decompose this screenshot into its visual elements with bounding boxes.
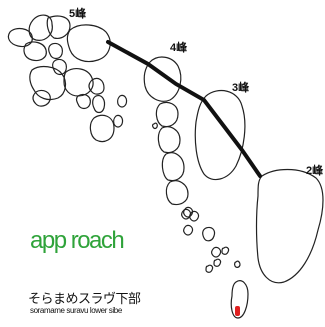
rock-outline [52,58,67,76]
rock-outline [151,122,158,130]
approach-title: app roach [30,227,125,254]
rock-outline [32,89,51,107]
rock-outline [205,264,214,273]
rock-outline [181,208,192,220]
rock-outline [255,168,324,284]
rock-outline [155,101,179,128]
rock-outline [66,24,111,63]
rock-outline [202,226,216,242]
rock-outline [161,152,185,182]
rock-outline [23,41,47,62]
rock-outline [233,260,241,268]
rock-outline [221,246,230,255]
rock-outline [230,280,249,319]
peak-label-5: 5峰 [69,6,87,20]
peak-label-3: 3峰 [232,80,250,94]
rock-outline [165,180,189,206]
route-name-romaji: soramame suravu lower sibe [30,306,122,315]
rock-outline [29,65,67,101]
rock-outline [157,126,181,154]
route-name-japanese: そらまめスラヴ下部 [28,292,141,307]
rock-outline [194,89,246,181]
rock-outline [117,94,128,108]
red-marker [235,306,240,316]
rock-outline [75,93,91,110]
rock-outline [48,42,63,60]
rock-outline [46,15,71,39]
rock-outline [183,224,194,236]
rock-outline [211,246,222,258]
peak-label-2: 2峰 [306,163,324,177]
rock-outline [63,68,94,97]
rock-outline [88,77,105,95]
rock-outline [92,95,106,114]
rock-outline [143,56,182,102]
ridge-line [106,40,262,178]
rock-outline [113,114,124,128]
peak-label-4: 4峰 [170,40,188,54]
rock-outline [7,27,33,48]
rock-outline [89,114,115,143]
rock-outline [213,258,222,267]
